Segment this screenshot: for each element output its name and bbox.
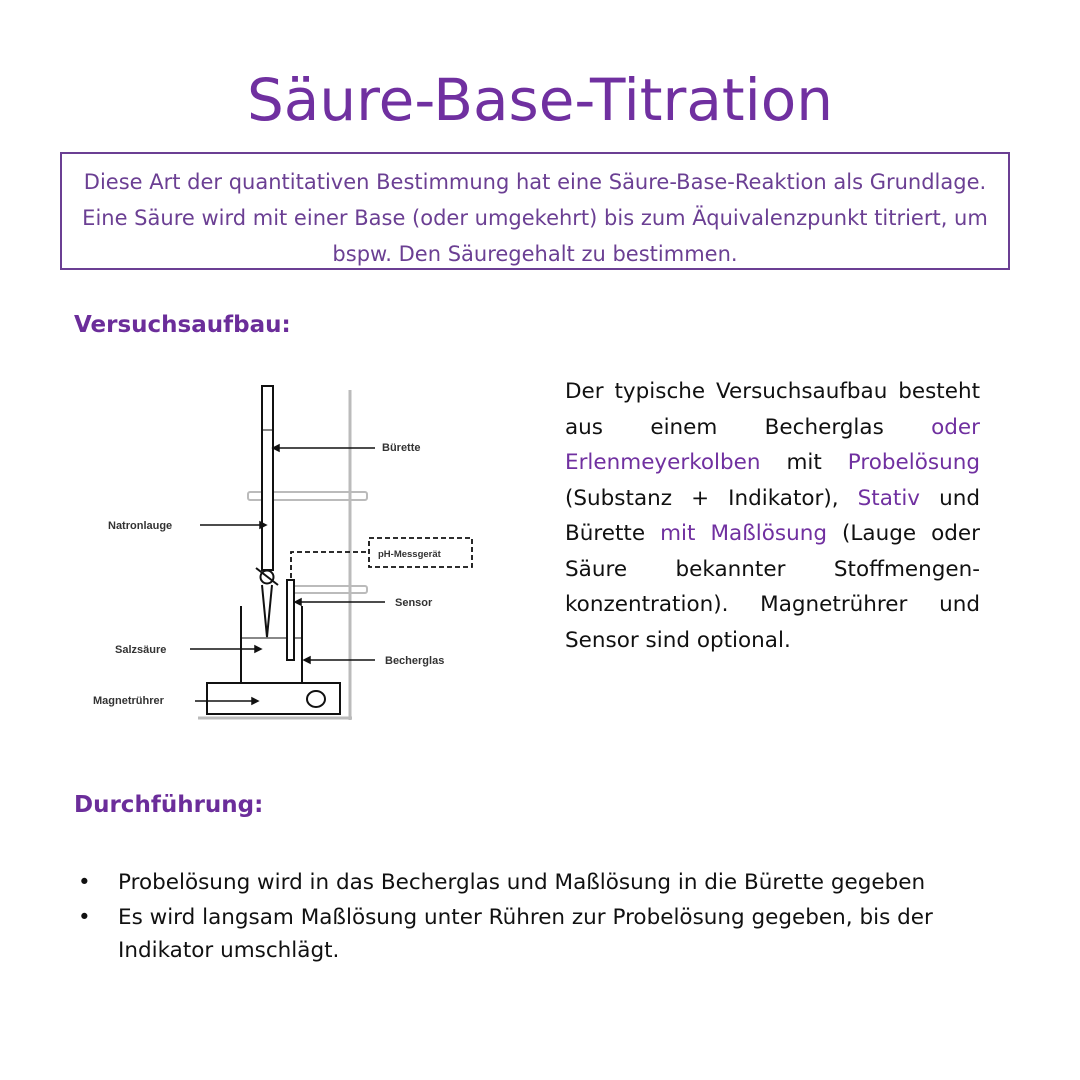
sensor-cable [290, 551, 368, 578]
list-item: • Probelösung wird in das Becherglas und … [78, 866, 998, 899]
desc-part: (Substanz + Indikator), [565, 485, 858, 511]
label-ph-meter: pH-Messgerät [378, 549, 442, 560]
setup-description: Der typische Versuchsaufbau besteht aus … [565, 374, 980, 658]
desc-part: (Lauge oder Säure bekannter Stoffmengen-… [565, 521, 980, 653]
label-becherglas: Becherglas [385, 655, 444, 667]
intro-box: Diese Art der quantitativen Bestimmung h… [60, 152, 1010, 270]
list-item-text: Probelösung wird in das Becherglas und M… [118, 870, 926, 895]
label-sensor: Sensor [395, 597, 433, 609]
desc-part: Der typische Versuchsaufbau besteht aus … [565, 379, 980, 440]
desc-part: und Bürette [565, 485, 980, 547]
magnetic-stirrer [206, 682, 341, 715]
procedure-list: • Probelösung wird in das Becherglas und … [78, 866, 998, 967]
procedure-heading: Durchführung: [74, 792, 264, 818]
stand [198, 390, 368, 720]
desc-part: mit [760, 450, 848, 475]
sensor [286, 579, 295, 661]
bullet-icon: • [78, 870, 91, 895]
desc-highlight: oder Erlenmeyerkolben [565, 414, 980, 476]
desc-highlight: Stativ [857, 485, 921, 511]
label-natronlauge: Natronlauge [108, 520, 172, 532]
list-item-text: Es wird langsam Maßlösung unter Rühren z… [118, 905, 933, 963]
page-title: Säure-Base-Titration [246, 66, 834, 134]
burette [255, 385, 279, 638]
desc-highlight: mit Maßlösung [660, 521, 827, 546]
bullet-icon: • [78, 905, 91, 930]
label-arrows [190, 443, 385, 706]
label-magnetruehrer: Magnetrührer [93, 695, 165, 707]
list-item: • Es wird langsam Maßlösung unter Rühren … [78, 901, 998, 967]
setup-heading: Versuchsaufbau: [74, 312, 291, 338]
ph-meter-box [368, 537, 473, 568]
label-burette: Bürette [382, 442, 421, 454]
label-salzsaeure: Salzsäure [115, 644, 166, 656]
desc-highlight: Probelösung [847, 450, 980, 475]
